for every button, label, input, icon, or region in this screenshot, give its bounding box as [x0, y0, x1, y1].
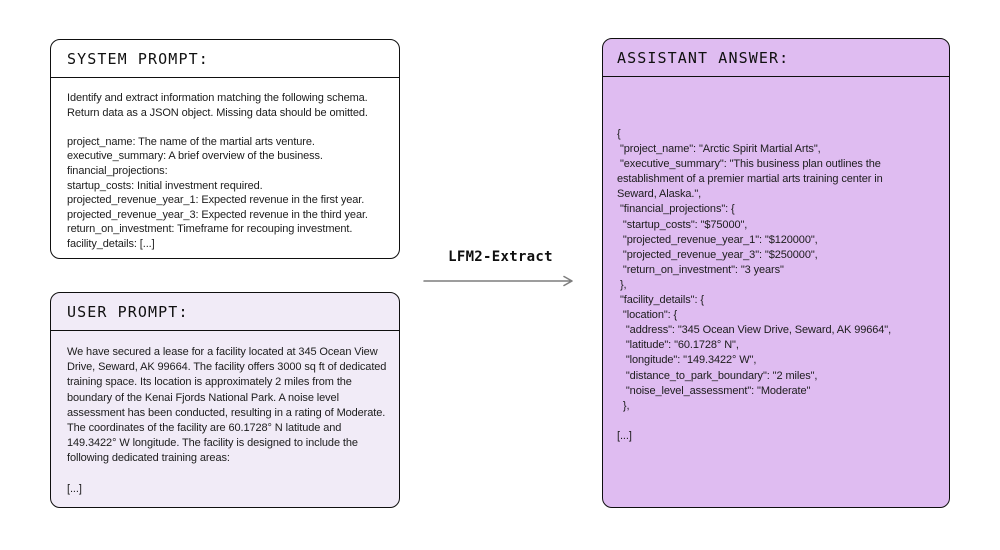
- system-prompt-header: SYSTEM PROMPT:: [51, 40, 399, 78]
- system-prompt-title: SYSTEM PROMPT:: [67, 49, 209, 68]
- user-prompt-title: USER PROMPT:: [67, 302, 189, 321]
- user-prompt-header: USER PROMPT:: [51, 293, 399, 331]
- user-prompt-box: USER PROMPT: We have secured a lease for…: [50, 292, 400, 508]
- user-prompt-body: We have secured a lease for a facility l…: [67, 346, 387, 495]
- model-label: LFM2-Extract: [448, 249, 553, 265]
- assistant-answer-header: ASSISTANT ANSWER:: [603, 39, 949, 77]
- system-prompt-body: Identify and extract information matchin…: [67, 92, 368, 250]
- assistant-answer-body: { "project_name": "Arctic Spirit Martial…: [617, 128, 892, 442]
- model-flow: LFM2-Extract: [423, 249, 578, 288]
- system-prompt-box: SYSTEM PROMPT: Identify and extract info…: [50, 39, 400, 259]
- assistant-answer-box: ASSISTANT ANSWER: { "project_name": "Arc…: [602, 38, 950, 508]
- assistant-answer-title: ASSISTANT ANSWER:: [617, 48, 790, 67]
- right-arrow-icon: [423, 275, 573, 287]
